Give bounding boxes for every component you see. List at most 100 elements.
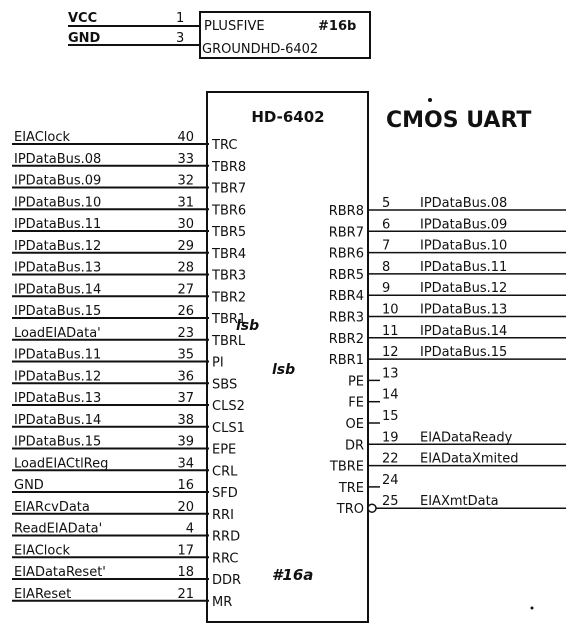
power-chip-body [199, 11, 371, 59]
left-signal-label: IPDataBus.13 [14, 391, 101, 406]
left-pin-number: 27 [177, 282, 194, 297]
right-pin-name: DR [345, 438, 364, 453]
right-pin-number: 11 [382, 324, 399, 339]
right-pin-number: 15 [382, 409, 399, 424]
right-pin-name: PE [348, 374, 364, 389]
left-pin-number: 40 [177, 130, 194, 145]
right-pin-name: RBR5 [329, 268, 364, 283]
left-pin-number: 36 [177, 369, 194, 384]
uart-title: CMOS UART [386, 108, 531, 133]
right-signal-label: IPDataBus.09 [420, 217, 507, 232]
lsb-marker-right: lsb [272, 362, 295, 378]
right-pin-name: RBR3 [329, 311, 364, 326]
left-signal-label: IPDataBus.15 [14, 435, 101, 450]
left-pin-name: TBR1 [211, 312, 246, 327]
right-pin-name: RBR1 [329, 353, 364, 368]
left-pin-name: SBS [212, 377, 237, 392]
left-signal-label: LoadEIAData' [14, 326, 101, 341]
left-signal-label: IPDataBus.09 [14, 174, 101, 189]
right-signal-label: IPDataBus.10 [420, 239, 507, 254]
right-pin-number: 9 [382, 281, 390, 296]
right-signal-label: IPDataBus.13 [420, 303, 507, 318]
left-signal-label: IPDataBus.10 [14, 195, 101, 210]
net-vcc: VCC [68, 11, 97, 26]
right-pin-number: 10 [382, 303, 399, 318]
left-pin-number: 35 [177, 348, 194, 363]
left-pin-name: CLS1 [212, 421, 245, 436]
right-signal-label: IPDataBus.11 [420, 260, 507, 275]
left-signal-label: LoadEIACtlReg [14, 456, 108, 471]
left-signal-label: IPDataBus.14 [14, 413, 101, 428]
right-signal-label: EIAXmtData [420, 494, 499, 509]
left-pin-number: 23 [177, 326, 194, 341]
speck-dot [428, 98, 432, 102]
uart-chip-body [206, 91, 369, 623]
left-pin-number: 17 [177, 543, 194, 558]
right-signal-label: EIADataXmited [420, 452, 519, 467]
left-pin-name: SFD [212, 486, 238, 501]
left-pin-number: 30 [177, 217, 194, 232]
left-pin-name: TBRL [211, 334, 246, 349]
right-signal-label: IPDataBus.14 [420, 324, 507, 339]
left-pin-number: 16 [177, 478, 194, 493]
lsb-marker-left: lsb [236, 318, 259, 334]
left-pin-name: TBR8 [211, 160, 246, 175]
right-pin-number: 19 [382, 430, 399, 445]
right-pin-name: FE [348, 396, 364, 411]
left-pin-number: 21 [177, 587, 194, 602]
left-pin-number: 26 [177, 304, 194, 319]
left-pin-number: 39 [177, 435, 194, 450]
inversion-bubble [367, 503, 377, 513]
right-pin-name: RBR8 [329, 204, 364, 219]
left-pin-number: 34 [177, 456, 194, 471]
power-chip-label: PLUSFIVE [204, 19, 265, 34]
left-pin-number: 37 [177, 391, 194, 406]
uart-ref: #16a [272, 566, 313, 584]
right-pin-number: 12 [382, 345, 399, 360]
right-pin-name: OE [346, 417, 364, 432]
left-signal-label: EIADataReset' [14, 565, 106, 580]
left-signal-label: ReadEIAData' [14, 522, 102, 537]
left-pin-number: 20 [177, 500, 194, 515]
right-pin-name: RBR7 [329, 225, 364, 240]
speck-dot [530, 606, 534, 610]
left-signal-label: IPDataBus.11 [14, 348, 101, 363]
left-pin-name: RRD [212, 530, 240, 545]
left-signal-label: IPDataBus.11 [14, 217, 101, 232]
right-pin-number: 6 [382, 217, 390, 232]
pin-num-vcc: 1 [176, 11, 184, 26]
left-pin-name: EPE [212, 443, 236, 458]
right-pin-number: 5 [382, 196, 390, 211]
left-pin-name: TBR5 [211, 225, 246, 240]
left-pin-name: CLS2 [212, 399, 245, 414]
power-chip: PLUSFIVE #16b GROUNDHD-6402 VCC 1 GND 3 [68, 11, 371, 59]
left-pin-number: 29 [177, 239, 194, 254]
right-pin-number: 25 [382, 494, 399, 509]
left-pin-name: TBR3 [211, 269, 246, 284]
left-signal-label: IPDataBus.12 [14, 369, 101, 384]
left-signal-label: EIAClock [14, 130, 71, 145]
left-signal-label: EIAReset [14, 587, 71, 602]
right-pin-number: 13 [382, 366, 399, 381]
net-gnd: GND [68, 31, 101, 46]
right-pin-name: RBR6 [329, 247, 364, 262]
right-signal-label: IPDataBus.15 [420, 345, 507, 360]
right-signal-label: EIADataReady [420, 430, 513, 445]
power-chip-part: GROUNDHD-6402 [202, 42, 318, 57]
pin-num-gnd: 3 [176, 31, 184, 46]
left-pin-name: TBR7 [211, 182, 246, 197]
left-signal-label: IPDataBus.14 [14, 282, 101, 297]
right-pin-number: 24 [382, 473, 399, 488]
left-signal-label: IPDataBus.15 [14, 304, 101, 319]
right-pin-name: TRO [336, 502, 364, 517]
right-pin-number: 8 [382, 260, 390, 275]
left-pin-number: 32 [177, 174, 194, 189]
right-pin-name: RBR4 [329, 289, 364, 304]
left-pin-name: PI [212, 356, 224, 371]
left-pin-name: RRI [212, 508, 234, 523]
right-pin-name: RBR2 [329, 332, 364, 347]
left-pin-number: 4 [186, 522, 194, 537]
